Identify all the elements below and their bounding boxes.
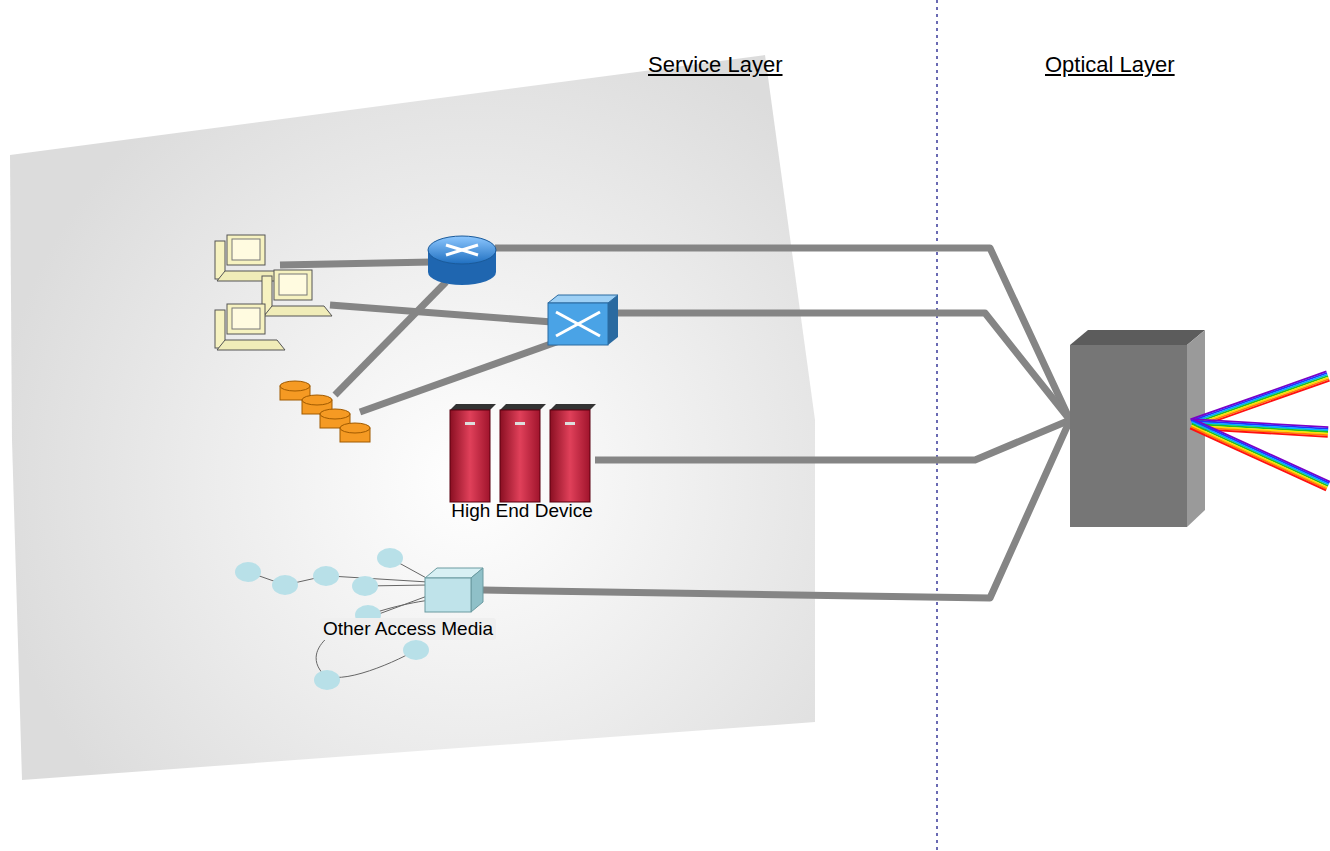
beam-line [1190, 428, 1326, 490]
access-media: Other Access Media [320, 618, 496, 640]
optical-switch [1070, 330, 1205, 527]
beam-line [1191, 374, 1327, 422]
links [280, 248, 1070, 598]
server-group: High End Device [448, 500, 596, 522]
beam-line [1190, 371, 1326, 419]
layer-heading: Service Layer [648, 52, 783, 78]
switch [548, 295, 618, 345]
beam-line [1193, 379, 1329, 427]
beam-line [1192, 424, 1328, 486]
layer-heading: Optical Layer [1045, 52, 1175, 78]
device-label: Other Access Media [320, 618, 496, 640]
wdm-beams [1190, 371, 1330, 490]
beam-line [1191, 373, 1327, 421]
beam-line [1193, 423, 1329, 485]
beam-line [1191, 427, 1327, 489]
router [428, 236, 496, 285]
layer-divider [936, 0, 938, 851]
beam-line [1193, 421, 1329, 483]
service-region [10, 55, 815, 780]
storage [280, 381, 370, 442]
beam-line [1191, 425, 1327, 487]
beam-line [1194, 420, 1330, 482]
beam-line [1192, 376, 1328, 424]
beam-line [1193, 378, 1329, 426]
servers [450, 404, 596, 502]
computers [215, 235, 332, 350]
device-label: High End Device [448, 500, 596, 522]
